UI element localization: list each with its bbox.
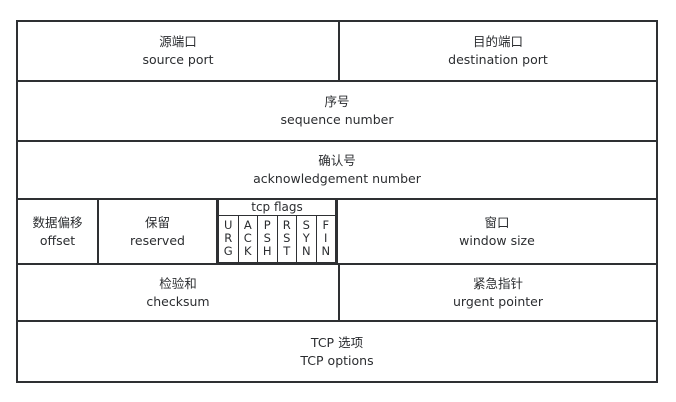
destination-port-label-en: destination port (448, 52, 548, 67)
tcp-options-cell: TCP 选项 TCP options (18, 322, 656, 381)
sequence-number-label-cn: 序号 (324, 94, 350, 110)
flag-syn-line3: N (301, 244, 311, 259)
tcp-flags-cell: tcp flags U R G A C K P S H (218, 200, 338, 263)
window-size-label-cn: 窗口 (484, 214, 510, 230)
flag-urg-line2: R (224, 230, 233, 245)
flag-rst-line3: T (283, 244, 291, 259)
flag-rst-line1: R (282, 217, 291, 232)
urgent-pointer-label-cn: 紧急指针 (472, 275, 523, 291)
flag-psh-line1: P (263, 217, 271, 232)
reserved-label-en: reserved (130, 232, 185, 248)
tcp-flags-group: tcp flags U R G A C K P S H (218, 200, 336, 263)
source-port-label-en: source port (142, 52, 214, 67)
source-port-cell: 源端口 source port (18, 22, 340, 80)
tcp-flags-columns: U R G A C K P S H R (218, 216, 336, 263)
reserved-label-cn: 保留 (144, 214, 170, 230)
flag-ack: A C K (239, 216, 258, 262)
flag-rst-line2: S (283, 230, 291, 245)
checksum-cell: 检验和 checksum (18, 265, 340, 320)
data-offset-label-cn: 数据偏移 (32, 214, 83, 230)
flag-urg-line3: G (223, 244, 233, 259)
acknowledgement-number-label-cn: 确认号 (318, 153, 356, 169)
acknowledgement-number-cell: 确认号 acknowledgement number (18, 142, 656, 198)
flag-rst: R S T (278, 216, 297, 262)
acknowledgement-number-label-en: acknowledgement number (253, 171, 421, 186)
window-size-cell: 窗口 window size (338, 200, 656, 263)
destination-port-label-cn: 目的端口 (472, 34, 523, 50)
checksum-label-cn: 检验和 (159, 275, 197, 291)
reserved-cell: 保留 reserved (99, 200, 218, 263)
flag-psh-line2: S (263, 230, 271, 245)
data-offset-label-en: offset (39, 232, 76, 248)
sequence-number-label-en: sequence number (280, 112, 394, 127)
flag-urg-line1: U (224, 217, 233, 232)
sequence-number-row: 序号 sequence number (18, 82, 656, 142)
urgent-pointer-label-en: urgent pointer (453, 293, 543, 309)
flag-syn-line1: S (302, 217, 310, 232)
destination-port-cell: 目的端口 destination port (340, 22, 656, 80)
data-offset-cell: 数据偏移 offset (18, 200, 99, 263)
flag-urg: U R G (219, 216, 239, 262)
checksum-label-en: checksum (146, 293, 210, 309)
offset-flags-window-row: 数据偏移 offset 保留 reserved tcp flags U R G … (18, 200, 656, 265)
sequence-number-cell: 序号 sequence number (18, 82, 656, 140)
tcp-flags-title: tcp flags (218, 200, 336, 216)
flag-ack-line2: C (243, 230, 252, 245)
flag-ack-line1: A (243, 217, 252, 232)
source-port-label-cn: 源端口 (159, 34, 197, 50)
urgent-pointer-cell: 紧急指针 urgent pointer (340, 265, 656, 320)
flag-syn-line2: Y (302, 230, 310, 245)
tcp-options-row: TCP 选项 TCP options (18, 322, 656, 381)
flag-psh: P S H (258, 216, 278, 262)
tcp-options-label-cn: TCP 选项 (310, 334, 364, 350)
flag-ack-line3: K (243, 244, 252, 259)
flag-syn: S Y N (297, 216, 317, 262)
window-size-label-en: window size (459, 232, 535, 248)
flag-fin-line1: F (322, 217, 330, 232)
checksum-urgent-row: 检验和 checksum 紧急指针 urgent pointer (18, 265, 656, 322)
flag-fin: F I N (317, 216, 336, 262)
tcp-options-label-en: TCP options (300, 352, 374, 368)
ports-row: 源端口 source port 目的端口 destination port (18, 22, 656, 82)
flag-fin-line2: I (324, 230, 328, 245)
flag-psh-line3: H (262, 244, 272, 259)
tcp-header-diagram: 源端口 source port 目的端口 destination port 序号… (16, 20, 658, 383)
flag-fin-line3: N (321, 244, 331, 259)
acknowledgement-number-row: 确认号 acknowledgement number (18, 142, 656, 200)
